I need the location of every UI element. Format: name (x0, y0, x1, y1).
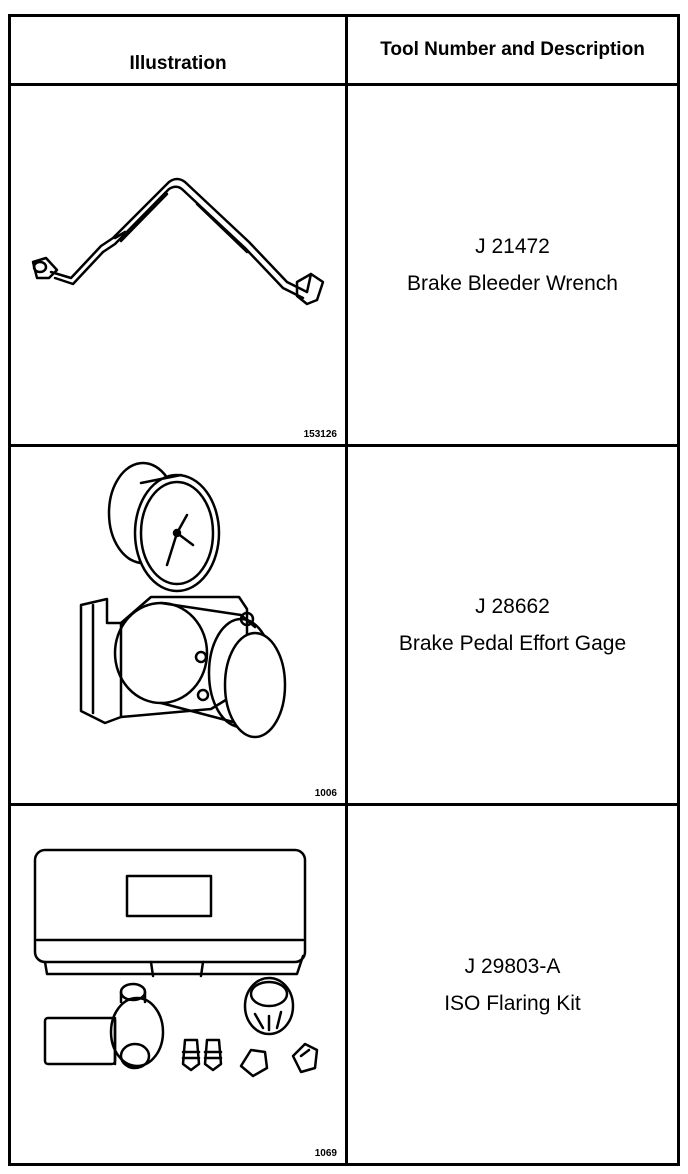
figure-number: 1006 (314, 788, 337, 799)
tool-description: Brake Bleeder Wrench (407, 272, 618, 295)
tool-number: J 28662 (475, 595, 550, 618)
row-description: J 28662 Brake Pedal Effort Gage (348, 447, 677, 803)
row-illustration: 1069 (11, 806, 345, 1163)
header-divider (11, 83, 677, 86)
row-divider (11, 444, 677, 447)
pedal-effort-gage-icon (79, 461, 287, 739)
header-tool-description: Tool Number and Description (380, 39, 645, 60)
row-illustration: 1006 (11, 447, 345, 803)
row-description: J 29803-A ISO Flaring Kit (348, 806, 677, 1163)
column-divider (345, 17, 348, 1163)
tool-description: ISO Flaring Kit (444, 991, 581, 1015)
tool-description: Brake Pedal Effort Gage (398, 632, 627, 655)
flaring-kit-icon (33, 848, 319, 1078)
header-illustration: Illustration (129, 53, 227, 74)
figure-number: 153126 (303, 429, 337, 440)
row-illustration: 153126 (11, 86, 345, 444)
figure-number: 1069 (314, 1148, 337, 1159)
bleeder-wrench-icon (31, 177, 325, 306)
tool-number: J 29803-A (464, 954, 561, 978)
row-divider (11, 803, 677, 806)
tool-number: J 21472 (475, 235, 550, 258)
row-description: J 21472 Brake Bleeder Wrench (348, 86, 677, 444)
tool-table: Illustration Tool Number and Description… (8, 14, 680, 1166)
